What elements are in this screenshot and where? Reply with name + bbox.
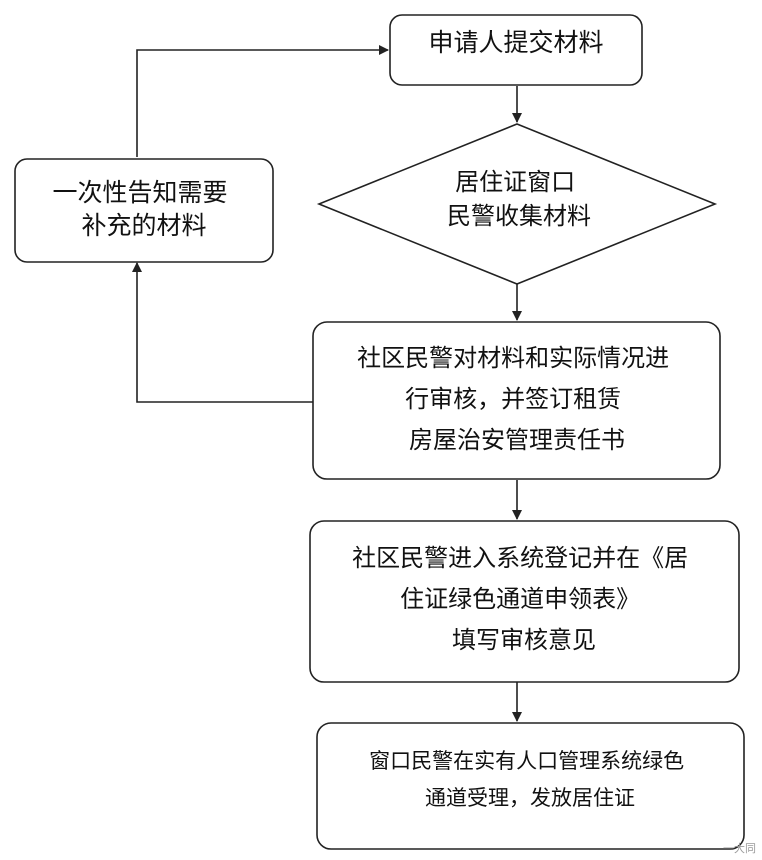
node-register-box (309, 520, 740, 683)
node-supplement-line-1: 一次性告知需要 (53, 178, 228, 207)
node-register-label: 社区民警进入系统登记并在《居 住证绿色通道申领表》 填写审核意见 (352, 544, 696, 654)
node-collect-label: 居住证窗口 民警收集材料 (447, 168, 591, 230)
node-review-line-3: 房屋治安管理责任书 (409, 426, 625, 454)
node-issue-box (316, 722, 745, 850)
node-submit-label: 申请人提交材料 (428, 28, 603, 57)
arrow-supplement-to-submit (136, 45, 389, 157)
node-register-line-3: 填写审核意见 (452, 626, 596, 654)
node-supplement-line-2: 补充的材料 (81, 211, 206, 240)
node-register-line-1: 社区民警进入系统登记并在《居 (352, 544, 688, 572)
arrow-review-to-supplement (132, 262, 313, 403)
node-register-line-2: 住证绿色通道申领表》 (400, 585, 640, 613)
node-supplement-label: 一次性告知需要 补充的材料 (53, 178, 236, 240)
watermark-text: 一大同 (723, 842, 756, 855)
node-submit-box (389, 14, 643, 86)
node-review-line-2: 行审核，并签订租赁 (405, 385, 621, 413)
node-review-label: 社区民警对材料和实际情况进 行审核，并签订租赁 房屋治安管理责任书 (357, 344, 677, 454)
node-collect-diamond (316, 123, 718, 285)
node-issue-line-1: 窗口民警在实有人口管理系统绿色 (369, 749, 684, 773)
node-collect-line-1: 居住证窗口 (455, 168, 575, 196)
node-review-box (312, 321, 721, 480)
node-issue-label: 窗口民警在实有人口管理系统绿色 通道受理，发放居住证 (369, 749, 691, 810)
node-collect-line-2: 民警收集材料 (447, 202, 591, 230)
node-review-line-1: 社区民警对材料和实际情况进 (357, 344, 669, 372)
node-issue-line-2: 通道受理，发放居住证 (425, 786, 635, 810)
node-supplement-box (14, 158, 274, 263)
node-submit-line-1: 申请人提交材料 (428, 28, 603, 57)
